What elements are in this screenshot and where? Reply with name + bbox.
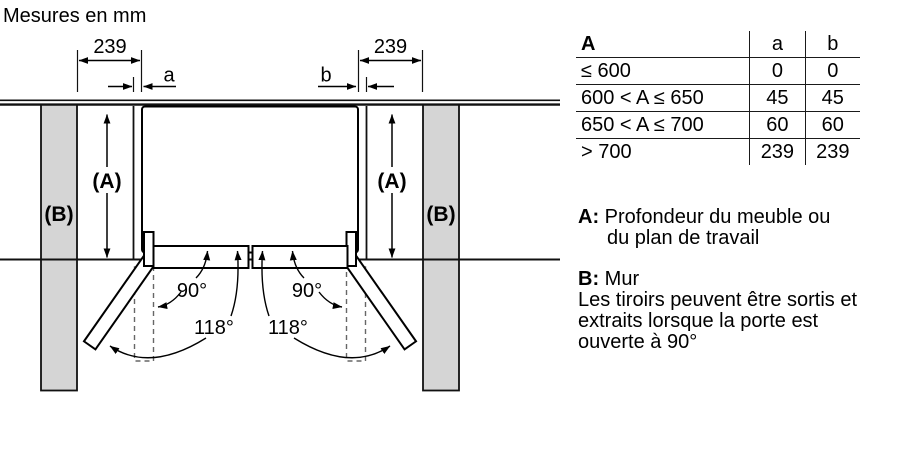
table-row: 600 < A ≤ 650 45 45 [576, 85, 860, 112]
value-b: 45 [804, 85, 860, 111]
note-line: A: Profondeur du meuble ou [578, 206, 831, 228]
value-a: 239 [749, 139, 804, 165]
depth-range: ≤ 600 [581, 59, 631, 82]
col-header-b: b [804, 31, 860, 57]
depth-range: 600 < A ≤ 650 [581, 86, 704, 109]
value-a: 0 [749, 58, 804, 84]
note-line: Les tiroirs peuvent être sortis et [578, 289, 858, 311]
right-wall [422, 103, 460, 392]
note-wall: B: Mur Les tiroirs peuvent être sortis e… [578, 269, 857, 353]
note-line: ouverte à 90° [578, 331, 698, 353]
wall-label-left: (B) [44, 203, 73, 226]
value-a: 45 [749, 85, 804, 111]
value-b: 239 [804, 139, 860, 165]
table-header-row: A a b [576, 31, 860, 58]
left-door-open [82, 253, 158, 351]
depth-label-right: (A) [377, 170, 406, 193]
clearance-table: A a b ≤ 600 0 0 600 < A ≤ 650 45 45 650 … [576, 31, 860, 165]
leader-118-right-up [258, 250, 270, 317]
wall-label-right: (B) [426, 203, 455, 226]
table-row: > 700 239 239 [576, 139, 860, 165]
note-line: extraits lorsque la porte est [578, 310, 819, 332]
right-door-closed [251, 245, 349, 269]
value-b: 0 [804, 58, 860, 84]
angle-90-left: 90° [177, 280, 207, 302]
angle-118-right: 118° [268, 317, 308, 339]
right-door-open [342, 253, 418, 351]
leader-118-right-arc [293, 337, 391, 359]
leader-118-left-arc [109, 337, 207, 359]
left-hinge [143, 231, 155, 267]
dim-239-right: 239 [374, 36, 407, 58]
left-wall [40, 103, 78, 392]
note-b-label: B: [578, 268, 600, 290]
note-line: B: Mur [578, 268, 640, 290]
depth-range: 650 < A ≤ 700 [581, 113, 704, 136]
angle-90-right: 90° [292, 280, 322, 302]
leader-90-left-up [195, 250, 211, 279]
value-b: 60 [804, 112, 860, 138]
dim-a-label: a [163, 65, 175, 87]
col-header-depth: A [581, 32, 596, 55]
table-row: 650 < A ≤ 700 60 60 [576, 112, 860, 139]
leader-90-left-swing [157, 291, 182, 310]
left-door-closed [152, 245, 250, 269]
col-header-a: a [749, 31, 804, 57]
note-a-label: A: [578, 206, 600, 228]
value-a: 60 [749, 112, 804, 138]
fridge-body [141, 105, 359, 254]
dim-b-label: b [320, 65, 331, 87]
depth-range: > 700 [581, 140, 632, 163]
note-line: du plan de travail [607, 227, 760, 249]
note-depth: A: Profondeur du meuble ou du plan de tr… [578, 207, 830, 249]
leader-90-right-swing [318, 291, 343, 310]
niche-top-view-diagram: 239 239 a b (A) (A) (B) (B) [0, 36, 560, 392]
leader-90-right-up [289, 250, 305, 279]
leader-118-left-up [230, 250, 242, 317]
angle-118-left: 118° [194, 317, 234, 339]
dim-239-left: 239 [93, 36, 126, 58]
page-title: Mesures en mm [3, 5, 147, 27]
table-row: ≤ 600 0 0 [576, 58, 860, 85]
depth-label-left: (A) [92, 170, 121, 193]
